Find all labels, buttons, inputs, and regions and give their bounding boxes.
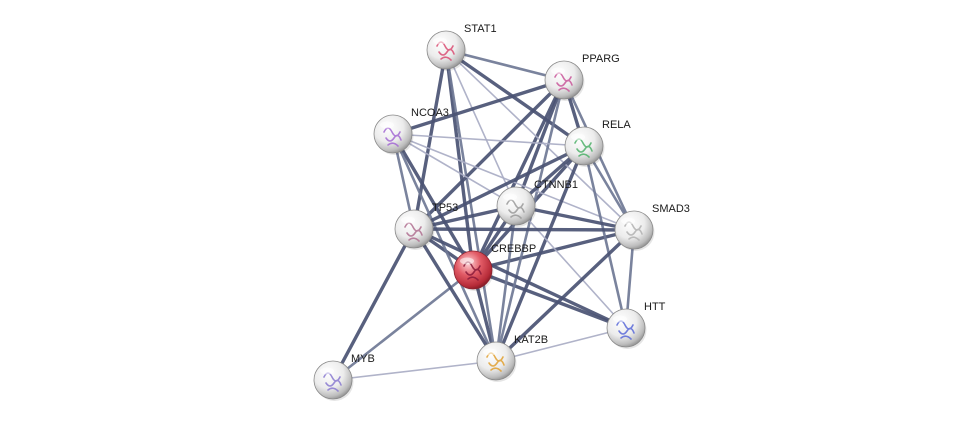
node-highlight: [571, 133, 585, 141]
edge-ncoa3-ctnnb1[interactable]: [392, 133, 517, 207]
node-bubble[interactable]: [614, 210, 654, 250]
node-rela[interactable]: RELA: [564, 119, 631, 167]
edge-stat1-pparg[interactable]: [444, 48, 566, 82]
node-label-htt: HTT: [644, 301, 666, 313]
edges-layer: [331, 48, 636, 382]
node-label-myb: MYB: [351, 353, 375, 365]
edge-ctnnb1-kat2b[interactable]: [494, 204, 518, 363]
query-node-bubble[interactable]: [453, 250, 493, 290]
protein-structure-icon: [404, 222, 423, 242]
edge-tp53-htt[interactable]: [412, 227, 628, 330]
edge-smad3-kat2b[interactable]: [494, 228, 636, 363]
edge-crebbp-pparg[interactable]: [471, 78, 566, 272]
node-htt[interactable]: HTT: [606, 301, 666, 349]
node-highlight: [483, 348, 497, 356]
node-tp53[interactable]: TP53: [394, 202, 458, 250]
node-label-stat1: STAT1: [464, 23, 497, 35]
node-highlight: [401, 216, 415, 224]
edge-ctnnb1-htt[interactable]: [515, 205, 627, 329]
edge-stat1-kat2b[interactable]: [444, 48, 498, 363]
node-highlight: [503, 193, 517, 201]
node-stat1[interactable]: STAT1: [426, 23, 497, 71]
edge-rela-kat2b[interactable]: [494, 144, 586, 363]
node-highlight: [551, 67, 565, 75]
edge-crebbp-ncoa3[interactable]: [391, 132, 475, 272]
node-label-tp53: TP53: [432, 202, 458, 214]
node-kat2b[interactable]: KAT2B: [476, 334, 548, 382]
node-label-ctnnb1: CTNNB1: [534, 179, 578, 191]
node-ctnnb1[interactable]: CTNNB1: [496, 179, 578, 227]
node-label-ncoa3: NCOA3: [411, 107, 449, 119]
node-bubble[interactable]: [426, 30, 466, 70]
edge-tp53-kat2b[interactable]: [412, 227, 498, 363]
edge-rela-tp53[interactable]: [412, 144, 586, 231]
node-pparg[interactable]: PPARG: [544, 53, 620, 101]
node-highlight: [380, 121, 394, 129]
edge-stat1-ctnnb1[interactable]: [445, 49, 517, 207]
edge-tp53-smad3[interactable]: [412, 227, 636, 232]
node-label-smad3: SMAD3: [652, 203, 690, 215]
edge-kat2b-htt[interactable]: [495, 327, 627, 362]
protein-structure-icon: [506, 199, 525, 219]
edge-kat2b-myb[interactable]: [332, 360, 497, 381]
node-label-pparg: PPARG: [582, 53, 620, 65]
node-myb[interactable]: MYB: [313, 353, 375, 401]
node-highlight: [613, 315, 627, 323]
node-highlight: [320, 367, 334, 375]
edge-crebbp-smad3[interactable]: [471, 228, 636, 272]
node-bubble[interactable]: [476, 341, 516, 381]
edge-stat1-tp53[interactable]: [412, 48, 448, 231]
node-label-crebbp: CREBBP: [491, 243, 536, 255]
node-highlight: [621, 217, 635, 225]
edge-ncoa3-rela[interactable]: [392, 133, 585, 147]
edge-pparg-ncoa3[interactable]: [391, 78, 566, 136]
edge-stat1-rela[interactable]: [444, 48, 586, 148]
edge-crebbp-htt[interactable]: [471, 268, 628, 330]
edge-ncoa3-kat2b[interactable]: [391, 132, 498, 363]
edge-rela-htt[interactable]: [582, 144, 628, 330]
edge-tp53-myb[interactable]: [331, 227, 416, 382]
edge-pparg-tp53[interactable]: [412, 78, 566, 231]
node-crebbp[interactable]: CREBBP: [453, 243, 536, 291]
node-highlight: [433, 37, 447, 45]
node-ncoa3[interactable]: NCOA3: [373, 107, 449, 155]
node-label-kat2b: KAT2B: [514, 334, 548, 346]
edge-ctnnb1-smad3[interactable]: [514, 204, 636, 232]
protein-structure-icon: [383, 127, 402, 147]
node-highlight: [460, 257, 474, 265]
node-label-rela: RELA: [602, 119, 631, 131]
node-smad3[interactable]: SMAD3: [614, 203, 690, 251]
